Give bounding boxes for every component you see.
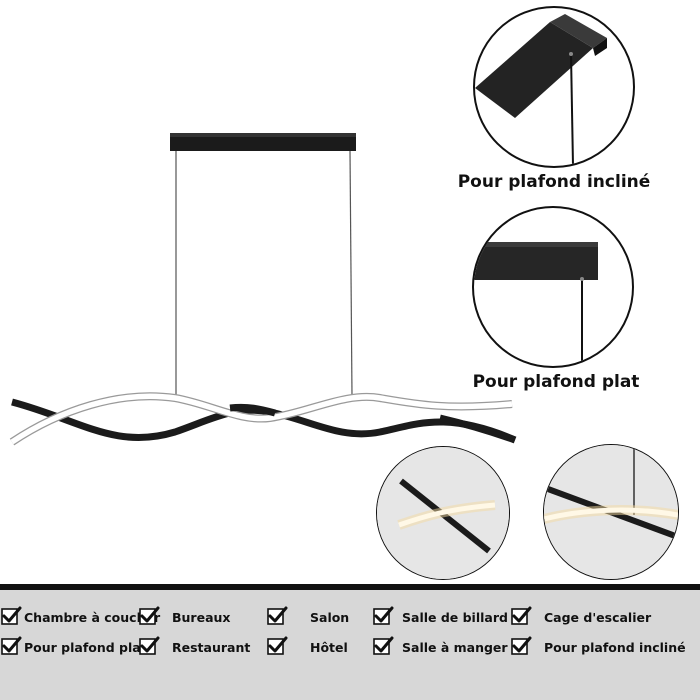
detail-circle-led-right <box>543 444 679 580</box>
product-stage: Pour plafond incliné Pour plafond plat <box>9 6 679 580</box>
caption-incline: Pour plafond incliné <box>457 172 651 192</box>
feature-item: Salon <box>266 606 349 628</box>
feature-item: Hôtel <box>266 636 348 658</box>
feature-label: Hôtel <box>310 639 348 655</box>
suspension-wire-right <box>349 150 353 397</box>
feature-label: Pour plafond plat <box>24 639 147 655</box>
check-icon <box>510 606 532 628</box>
check-icon <box>266 636 288 658</box>
check-icon <box>510 636 532 658</box>
features-band <box>0 584 700 700</box>
feature-item: Salle à manger <box>372 636 508 658</box>
led-closeup-right <box>544 445 678 579</box>
ceiling-canopy <box>170 133 356 151</box>
feature-item: Salle de billard <box>372 606 508 628</box>
detail-circle-incline <box>473 6 635 168</box>
feature-item: Cage d'escalier <box>510 606 651 628</box>
feature-label: Cage d'escalier <box>544 609 652 625</box>
pendant-lamp-image <box>9 133 517 446</box>
flat-canopy-detail <box>474 242 598 366</box>
detail-circle-flat <box>472 206 634 368</box>
check-icon <box>138 606 160 628</box>
feature-item: Chambre à coucher <box>0 606 160 628</box>
check-icon <box>372 606 394 628</box>
check-icon <box>372 636 394 658</box>
check-icon <box>0 636 22 658</box>
check-icon <box>138 636 160 658</box>
check-icon <box>266 606 288 628</box>
feature-item: Bureaux <box>138 606 230 628</box>
check-icon <box>0 606 22 628</box>
feature-label: Pour plafond incliné <box>544 639 686 655</box>
feature-label: Restaurant <box>172 639 251 655</box>
feature-label: Salle de billard <box>402 609 508 625</box>
feature-label: Bureaux <box>172 609 231 625</box>
feature-label: Salon <box>310 609 350 625</box>
feature-label: Salle à manger <box>402 639 508 655</box>
detail-circle-led-left <box>376 446 510 580</box>
led-closeup-left <box>377 447 509 579</box>
feature-item: Restaurant <box>138 636 250 658</box>
feature-item: Pour plafond plat <box>0 636 147 658</box>
sloped-canopy-detail <box>475 14 607 166</box>
feature-label: Chambre à coucher <box>24 609 161 625</box>
caption-flat: Pour plafond plat <box>472 372 640 392</box>
feature-item: Pour plafond incliné <box>510 636 686 658</box>
